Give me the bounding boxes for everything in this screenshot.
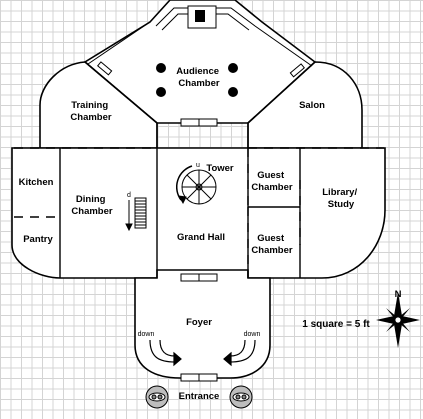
crown-window: [187, 5, 217, 29]
label-dining-chamber: Dining Chamber: [71, 194, 112, 217]
compass-rose: [376, 292, 420, 348]
label-kitchen: Kitchen: [19, 177, 54, 188]
building-outline: [11, 0, 386, 379]
marker-ramp-left-down: down: [138, 331, 155, 338]
marker-dining-down: d: [127, 192, 131, 199]
pillar: [228, 63, 238, 73]
pillar: [156, 63, 166, 73]
label-foyer: Foyer: [186, 317, 212, 328]
label-library-study: Library/ Study: [322, 187, 360, 210]
compass-north-label: N: [395, 289, 402, 300]
label-tower: Tower: [206, 163, 234, 174]
entrance-statues: [145, 385, 253, 409]
label-entrance: Entrance: [179, 391, 220, 402]
dining-stair: [125, 197, 147, 232]
scale-text: 1 square = 5 ft: [302, 319, 370, 330]
stair-markers: u d down down: [127, 162, 260, 338]
open-passages: [14, 147, 384, 278]
pillar: [156, 87, 166, 97]
door-salon-diagonal: [289, 63, 305, 78]
pillars: [156, 63, 238, 97]
label-pantry: Pantry: [23, 234, 53, 245]
label-grand-hall: Grand Hall: [177, 232, 225, 243]
door-training-diagonal: [97, 61, 113, 76]
label-training-chamber: Training Chamber: [70, 100, 111, 123]
interior-walls: [59, 61, 316, 278]
label-audience-chamber: Audience Chamber: [176, 66, 221, 89]
marker-tower-up: u: [196, 162, 200, 169]
pillar: [228, 87, 238, 97]
marker-ramp-right-down: down: [244, 331, 261, 338]
label-salon: Salon: [299, 100, 325, 111]
label-guest-chamber-upper: Guest Chamber: [251, 170, 292, 193]
doors: [97, 61, 305, 382]
tower-spiral-stair: [175, 165, 217, 205]
label-guest-chamber-lower: Guest Chamber: [251, 233, 292, 256]
room-labels: Audience Chamber Training Chamber Salon …: [19, 66, 360, 402]
foyer-ramps: [149, 339, 256, 367]
